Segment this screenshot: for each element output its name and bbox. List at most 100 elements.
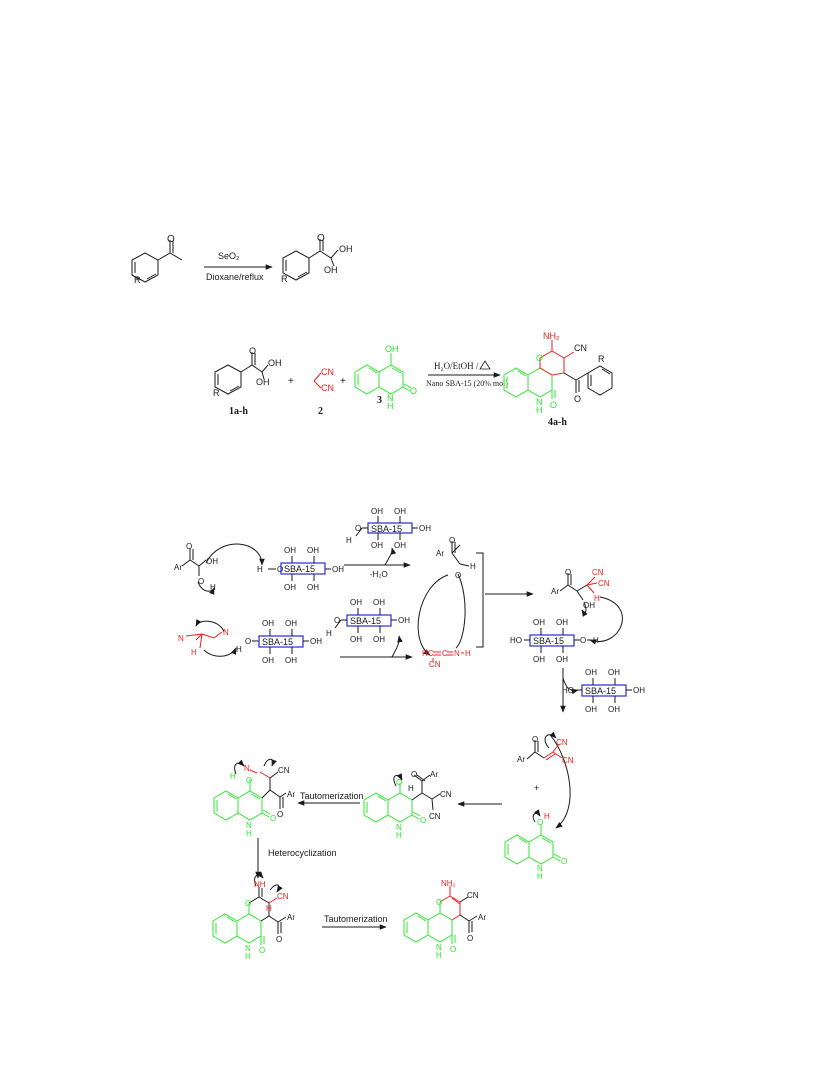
bracket-intermediates: Ar O O H HC C N H CN — [417, 536, 484, 669]
p4-cn: CN — [574, 343, 587, 353]
h-label: H — [230, 772, 236, 781]
product-oxo-label: O — [317, 233, 325, 244]
sba15-regenerated-right: SBA-15 OH OH OH OH HO OH — [562, 668, 645, 714]
n-label: N — [178, 634, 184, 643]
o-label: O — [467, 934, 473, 943]
oh-label: OH — [350, 635, 362, 644]
h-label: H — [537, 872, 543, 881]
sba15-regenerated-middle: SBA-15 OH OH OH OH OH O H — [326, 598, 410, 644]
o-label: O — [198, 577, 204, 586]
cn-label: CN — [277, 892, 289, 901]
h-label: H — [346, 536, 352, 545]
o-label: O — [561, 857, 567, 866]
h-label: H — [593, 636, 599, 645]
oh-label: OH — [206, 557, 218, 566]
ar-label: Ar — [478, 913, 486, 922]
aldol-adduct-complex: O Ar OH CN CN H SBA-15 OH OH OH OH HO O … — [510, 568, 623, 664]
n-label: N — [396, 823, 402, 832]
c3-o: O — [410, 386, 417, 396]
p4-lactam-o: O — [550, 400, 557, 410]
condition-label: Dioxane/reflux — [206, 272, 264, 282]
oh-label: OH — [585, 668, 597, 677]
c3-oh: OH — [385, 344, 399, 354]
cn-label: CN — [598, 579, 610, 588]
p4-h: H — [536, 405, 543, 415]
o-label: O — [259, 946, 265, 955]
product-4-structure — [503, 340, 613, 399]
o-label: O — [411, 770, 417, 779]
h-label: H — [236, 645, 242, 654]
n-label: N — [436, 943, 442, 952]
malononitrile-sba15-complex: N N H H O SBA-15 OH OH OH OH OH — [178, 619, 322, 665]
compound-3-label: 3 — [377, 395, 382, 406]
o-label: O — [277, 810, 283, 819]
heterocyclization-label: Heterocyclization — [268, 848, 337, 858]
n-label: N — [244, 764, 250, 773]
nh-label: NH — [254, 880, 266, 889]
oh-label: OH — [398, 616, 410, 625]
o-label: O — [270, 814, 276, 823]
michael-adduct: O H O Ar CN CN N H O — [363, 770, 452, 840]
c3-h: H — [387, 401, 394, 411]
nh2-label: NH₂ — [441, 879, 456, 888]
c1-r: R — [213, 388, 220, 398]
h-label: H — [326, 629, 332, 638]
n-label: N — [454, 649, 460, 658]
cn-label: CN — [562, 756, 574, 765]
oh-label: OH — [284, 546, 296, 555]
enol-intermediate: H O N CN Ar O N H O — [213, 758, 295, 838]
knoevenagel-product: O Ar CN CN + — [517, 731, 574, 829]
hc-label: HC — [422, 649, 434, 658]
compound-2-label: 2 — [318, 406, 323, 417]
ho-label: HO — [562, 686, 574, 695]
p4-ring-o: O — [536, 353, 543, 363]
malononitrile-cn2: CN — [321, 383, 334, 393]
o-label: O — [245, 637, 251, 646]
oh-label: OH — [419, 524, 431, 533]
o-label: O — [277, 565, 283, 574]
oh-label: OH — [608, 705, 620, 714]
quinolinone-nucleophile: O H N H O — [504, 809, 567, 881]
scheme-oxidation: O R SeO₂ Dioxane/reflux O OH OH R — [131, 233, 353, 285]
oh-label: OH — [394, 507, 406, 516]
o-label: O — [436, 898, 442, 907]
cn-label: CN — [278, 766, 290, 775]
o-label: O — [355, 524, 361, 533]
n-label: N — [223, 628, 229, 637]
oh-label: OH — [556, 618, 568, 627]
cn-label: CN — [429, 812, 441, 821]
o-label: O — [334, 616, 340, 625]
oh-label: OH — [608, 668, 620, 677]
h-label: H — [470, 562, 476, 571]
cyclized-imine: NH CN O H Ar O N H O — [212, 871, 295, 961]
deprotonation-arrow-group — [340, 635, 413, 660]
oh-label: OH — [285, 619, 297, 628]
oh-label: OH — [394, 541, 406, 550]
product-oh2-label: OH — [324, 265, 338, 275]
c-label: C — [442, 649, 448, 658]
malononitrile-structure — [313, 372, 322, 389]
plus-label: + — [534, 783, 539, 793]
sba15-label-5: SBA-15 — [585, 686, 616, 696]
oh-label: OH — [262, 619, 274, 628]
o-label: O — [246, 776, 252, 785]
oh-label: OH — [585, 705, 597, 714]
oh-label: OH — [310, 637, 322, 646]
plus-2: + — [340, 376, 346, 387]
tautomerization-label-1: Tautomerization — [300, 791, 364, 801]
o-label: O — [455, 571, 461, 580]
conditions-bottom: Nano SBA-15 (20% mol) — [426, 379, 508, 388]
plus-1: + — [288, 376, 294, 387]
p4-nh2: NH₂ — [543, 331, 560, 341]
dehydration-arrow-group: -H₂O — [344, 547, 411, 579]
oh-label: OH — [262, 656, 274, 665]
ar-label: Ar — [174, 563, 182, 572]
sba15-label-3: SBA-15 — [350, 616, 381, 626]
compound-1-label: 1a-h — [229, 406, 248, 417]
ar-label: Ar — [517, 755, 525, 764]
o-label: O — [396, 778, 402, 787]
oh-label: OH — [371, 507, 383, 516]
h-label: H — [210, 583, 216, 592]
c1-oh2: OH — [256, 377, 270, 387]
